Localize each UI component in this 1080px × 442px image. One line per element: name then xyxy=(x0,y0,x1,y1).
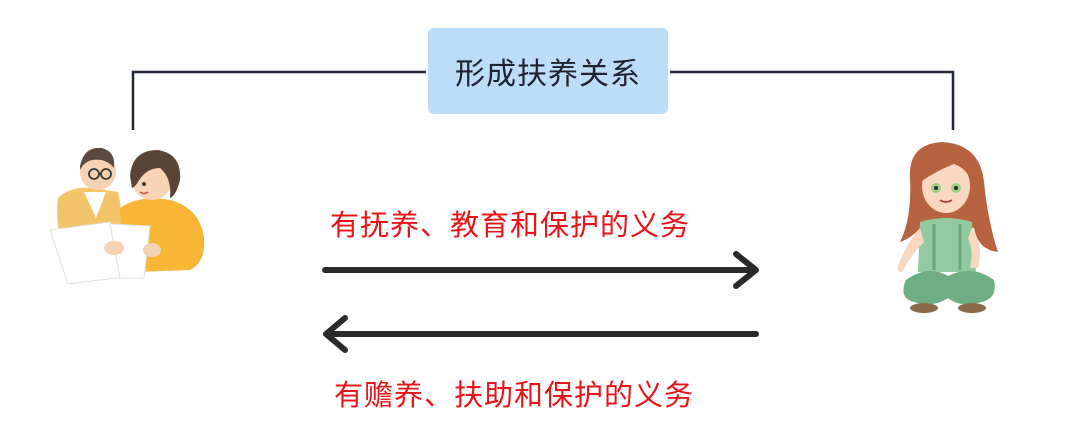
lower-duty-label: 有赡养、扶助和保护的义务 xyxy=(334,378,695,412)
left-arrow xyxy=(323,315,759,353)
right-arrow xyxy=(322,251,759,289)
girl-sitting-icon xyxy=(897,142,998,313)
right-connector-line xyxy=(670,70,955,130)
relationship-title-box: 形成扶养关系 xyxy=(428,28,668,114)
upper-duty-label: 有抚养、教育和保护的义务 xyxy=(330,208,691,242)
left-connector-line xyxy=(131,70,426,130)
elderly-couple-icon xyxy=(49,147,205,284)
relationship-title: 形成扶养关系 xyxy=(455,57,641,92)
